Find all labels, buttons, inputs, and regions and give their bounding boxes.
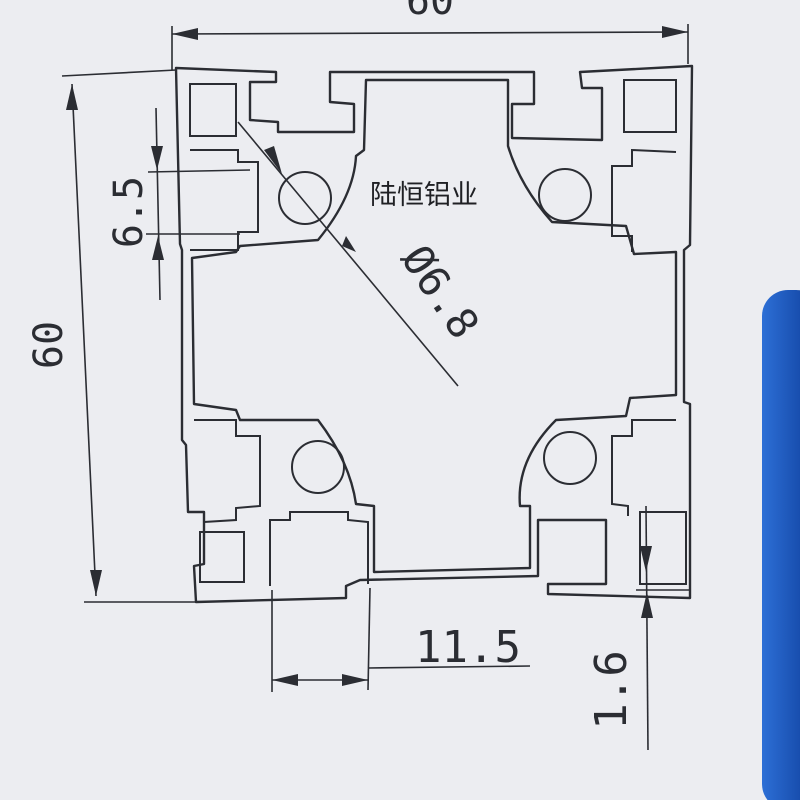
dim-height [61,69,196,603]
dim-slot-depth [146,107,251,301]
pocket-top-left [189,83,237,137]
dim-hole-diameter-label: Ø6.8 [392,236,489,347]
dim-height-label: 60 [26,321,72,369]
tslot-left-lower [194,419,261,523]
dim-width-label: 60 [406,0,454,24]
hole-bottom-right [543,431,597,485]
dim-hole-diameter [237,121,459,387]
pocket-bottom-right [639,511,687,585]
dim-slot-opening-label: 11.5 [415,622,521,673]
dim-width [171,24,689,70]
tslot-right-upper [611,148,677,252]
tslot-right-lower [611,419,676,516]
hole-top-left [278,171,332,225]
hole-top-right [538,168,592,222]
dim-slot-opening [271,587,531,692]
center-cavity [190,78,678,574]
side-panel [762,290,800,800]
pocket-top-right [623,79,677,133]
dim-slot-depth-label: 6.5 [106,176,152,248]
dim-wall-thickness-label: 1.6 [586,650,637,729]
hole-bottom-left [291,440,345,494]
brand-watermark: 陆恒铝业 [370,180,478,211]
dim-wall-thickness [636,505,690,751]
tslot-left-upper [190,149,259,251]
tslot-bottom [269,511,369,586]
profile-outline [174,64,694,604]
pocket-bottom-left [199,531,245,583]
